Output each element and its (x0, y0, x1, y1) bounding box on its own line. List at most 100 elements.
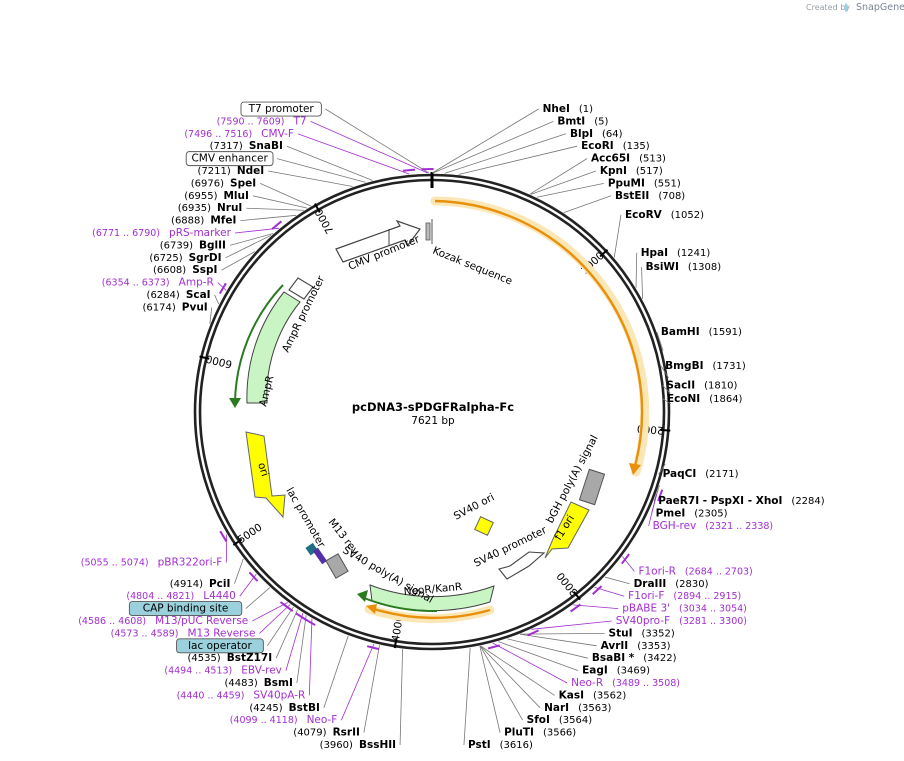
enzyme-pcii: (4914)PciI (170, 578, 231, 590)
enzyme-eagi: EagI(3469) (582, 665, 650, 677)
neor-strand (363, 597, 438, 613)
primer-pbr322ori-f: (5055 .. 5074)pBR322ori-F (81, 557, 223, 569)
ori-arrow (245, 431, 286, 519)
enzyme-ndei: (7211)NdeI (198, 165, 265, 177)
enzyme-bsabi: BsaBI *(3422) (592, 652, 677, 664)
connector-kpni (530, 170, 596, 195)
enzyme-name: BsiWI (646, 261, 679, 273)
enzyme-paqci: PaqCI(2171) (663, 468, 739, 480)
primer-name: EBV-rev (241, 665, 282, 677)
primer-position: (4804 .. 4821) (126, 591, 194, 602)
connector-mfei (240, 214, 297, 222)
enzyme-position: (2830) (675, 579, 708, 590)
enzyme-name: PstI (468, 739, 491, 751)
enzyme-position: (6608) (153, 265, 186, 276)
enzyme-name: NruI (217, 202, 242, 214)
primer-mark-prs-marker (271, 220, 282, 230)
connector-sacii (662, 385, 671, 394)
cmv-promoter-arrow (335, 219, 421, 263)
enzyme-rsrii: (4079)RsrII (293, 727, 360, 739)
neo-arc (373, 607, 491, 620)
enzyme-sacii: SacII(1810) (666, 379, 737, 391)
connector-amp-r (217, 282, 227, 291)
connector-ecori (458, 145, 578, 175)
enzyme-position: (1052) (671, 210, 704, 221)
enzyme-position: (6174) (143, 302, 176, 313)
tick-7000 (314, 203, 321, 213)
connector-neo-f (340, 643, 375, 721)
enzyme-position: (3563) (578, 703, 611, 714)
primer-position: (6354 .. 6373) (102, 278, 170, 289)
primer-position: (4494 .. 4513) (164, 666, 232, 677)
connector-neo-r (492, 642, 568, 684)
primer-position: (3489 .. 3508) (612, 678, 680, 689)
enzyme-ppumi: PpuMI(551) (608, 177, 681, 189)
primer-name: SV40pro-F (616, 615, 670, 627)
enzyme-bglii: (6739)BglII (160, 239, 226, 251)
connector-sfoi (479, 645, 524, 721)
feature-box-label-cap-binding-site: CAP binding site (143, 603, 229, 615)
connector-cap-binding-site (245, 587, 271, 609)
primer-neo-r: Neo-R (3489 .. 3508) (571, 677, 680, 689)
primer-mark-bgh-rev (657, 489, 664, 502)
connector-bsabi (507, 638, 588, 659)
connector-scai (214, 294, 220, 305)
primer-sv40pro-f: SV40pro-F(3281 .. 3300) (616, 615, 747, 627)
connector-kasi (480, 645, 555, 696)
connector-pcii (234, 558, 244, 584)
primer-mark-sv40pro-f (527, 629, 539, 637)
connector-rsrii (363, 645, 380, 733)
connector-ebv-rev (285, 612, 304, 671)
tick-6000 (199, 355, 210, 360)
connector-ppumi (536, 183, 604, 198)
enzyme-name: PluTI (504, 727, 534, 739)
enzyme-name: MfeI (210, 215, 236, 227)
enzyme-bsmi: (4483)BsmI (224, 677, 292, 689)
feature-box-lac-operator (176, 638, 264, 654)
enzyme-position: (2171) (705, 469, 738, 480)
enzyme-pluti: PluTI(3566) (504, 727, 576, 739)
enzyme-bsshii: (3960)BssHII (320, 739, 396, 751)
connector-bmti (432, 121, 554, 174)
sv40-ori-box (474, 516, 494, 536)
tick-2000 (660, 428, 671, 432)
enzyme-position: (1810) (704, 380, 737, 391)
enzyme-name: EcoRI (581, 140, 614, 152)
primer-neo-f: (4099 .. 4118)Neo-F (230, 714, 338, 726)
m13-rev-mark (312, 547, 328, 565)
connector-f1ori-r (622, 556, 635, 572)
enzyme-nrui: (6935)NruI (178, 202, 243, 214)
enzyme-sfoi: SfoI(3564) (527, 714, 593, 726)
enzyme-bsteii: BstEII(708) (615, 190, 685, 202)
primer-mark-f1ori-f (592, 585, 603, 595)
feature-box-label-t7-promoter: T7 promoter (248, 103, 315, 115)
snapgene-brand: SnapGene (856, 2, 904, 13)
enzyme-position: (4245) (249, 703, 282, 714)
connector-t7 (310, 121, 428, 174)
enzyme-position: (1) (579, 104, 593, 115)
enzyme-name: EagI (582, 665, 608, 677)
feature-box-label-lac-operator: lac operator (188, 640, 252, 652)
enzyme-name: BstBI (289, 702, 320, 714)
enzyme-position: (4483) (224, 678, 257, 689)
primer-mark-ebv-rev (295, 612, 307, 621)
enzyme-position: (2284) (791, 496, 824, 507)
primer-mark-f1ori-r (621, 553, 630, 565)
enzyme-name: HpaI (641, 247, 668, 259)
primer-name: Neo-R (571, 677, 603, 689)
primer-position: (4586 .. 4608) (78, 616, 146, 627)
primer-mark-neo-f (366, 645, 380, 651)
connector-m13-puc-reverse (252, 602, 288, 622)
primer-sv40pa-r: (4440 .. 4459)SV40pA-R (177, 689, 306, 701)
connector-cmv-f (297, 133, 410, 175)
enzyme-name: DraIII (634, 578, 667, 590)
enzyme-position: (3353) (637, 641, 670, 652)
primer-position: (2684 .. 2703) (685, 566, 753, 577)
enzyme-position: (517) (636, 166, 663, 177)
bgh-polya-box (578, 468, 606, 506)
primer-position: (7496 .. 7516) (184, 129, 252, 140)
enzyme-blpi: BlpI(64) (570, 128, 623, 140)
kozak-sequence-mark (425, 222, 431, 241)
primer-name: Neo-F (307, 714, 338, 726)
orf-arc (434, 199, 644, 467)
